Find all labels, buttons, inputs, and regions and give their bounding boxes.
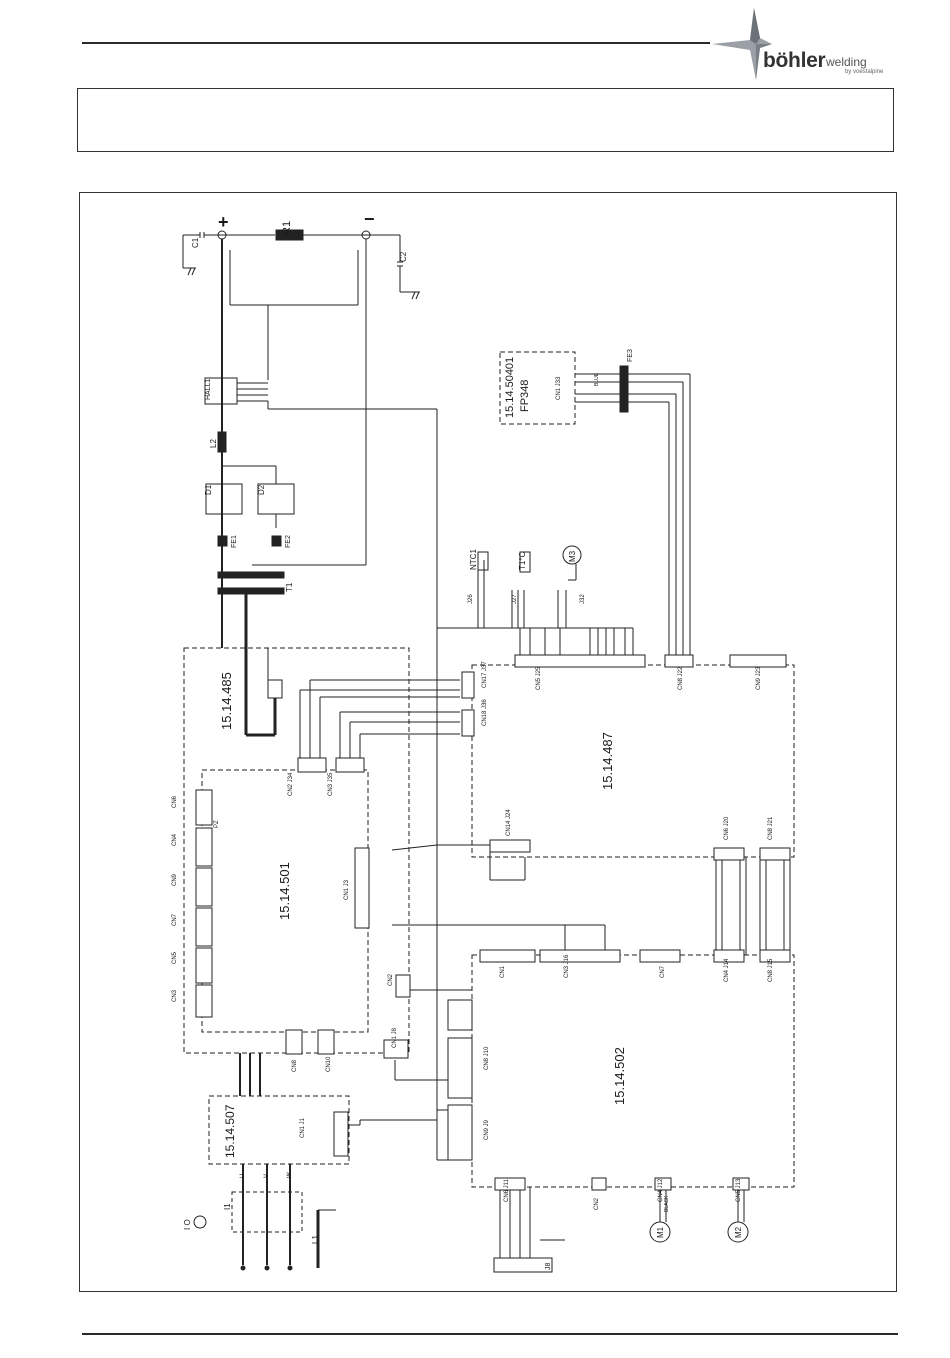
- diagram-labels: 15.14.485 15.14.501 15.14.487 15.14.502 …: [172, 209, 774, 1270]
- pz-label: PZ: [214, 820, 220, 828]
- l1-label: L1: [311, 1235, 320, 1244]
- phase-u-label: U: [240, 1174, 246, 1178]
- brand-name: böhler: [763, 49, 826, 72]
- c1-label: C1: [191, 237, 200, 248]
- cn1j33-label: CN1 J33: [556, 376, 562, 400]
- cn8j15-label: CN8 J15: [768, 958, 774, 982]
- cn3j35-label: CN3 J35: [328, 772, 334, 796]
- cn2-board502-label: CN2: [594, 1197, 600, 1210]
- j8-label: J8: [545, 1263, 552, 1271]
- wire-black-label: BLACK: [664, 1195, 670, 1212]
- cn6j11-label: CN6 J11: [504, 1178, 510, 1202]
- cn8j10-label: CN8 J10: [484, 1046, 490, 1070]
- cn1j8-label: CN1 J8: [392, 1027, 398, 1048]
- cn6j20-label: CN6 J20: [724, 816, 730, 840]
- board-label-487: 15.14.487: [600, 732, 615, 790]
- minus-terminal: −: [364, 209, 375, 229]
- fe3-label: FE3: [627, 349, 634, 362]
- cn9j23-label: CN9 J23: [756, 666, 762, 690]
- cn7-label: CN7: [172, 913, 178, 926]
- mains-input: [193, 1053, 336, 1271]
- cn9j9-label: CN9 J9: [484, 1119, 490, 1140]
- cn1j1-label: CN1 J1: [300, 1117, 306, 1138]
- switch-io-label: I O: [183, 1219, 192, 1230]
- brand-logo-mark: [712, 8, 772, 80]
- fe1-label: FE1: [231, 535, 238, 548]
- plus-terminal: +: [218, 212, 229, 232]
- c2-label: C2: [399, 251, 408, 262]
- j32-label: J32: [580, 594, 586, 604]
- cn8j22-label: CN8 J22: [678, 666, 684, 690]
- ntc1-label: NTC1: [469, 549, 478, 570]
- brand-tagline: by voestalpine: [845, 69, 884, 75]
- d2-label: D2: [257, 484, 266, 495]
- cn3j16-label: CN3 J16: [564, 954, 570, 978]
- cn17j37-label: CN17 J37: [482, 661, 488, 688]
- wire-blue-label: BLUE: [594, 372, 600, 386]
- r1-label: R1: [281, 221, 293, 235]
- cn1j3-label: CN1 J3: [344, 879, 350, 900]
- i1-label: I1: [223, 1203, 232, 1210]
- j27-label: J27: [512, 594, 518, 604]
- fp348-harness: [575, 365, 691, 655]
- cn3-label: CN3: [172, 989, 178, 1002]
- board-label-50401: 15.14.50401: [504, 357, 516, 418]
- m2-label: M2: [734, 1226, 743, 1238]
- thermostat-label: T1°C: [518, 551, 527, 570]
- cn5-label: CN5: [172, 951, 178, 964]
- cn7-board502-label: CN7: [660, 965, 666, 978]
- d1-label: D1: [204, 484, 213, 495]
- cn5j25-label: CN5 J25: [536, 666, 542, 690]
- power-circuit: [182, 229, 438, 1160]
- cn14j24-label: CN14 J24: [506, 809, 512, 836]
- cn6-label: CN6: [172, 795, 178, 808]
- cn10-label: CN10: [326, 1056, 332, 1072]
- diagram-frame: [79, 192, 897, 1292]
- board-label-fp348: FP348: [519, 380, 531, 412]
- cn4j14-label: CN4 J14: [724, 958, 730, 982]
- fe2-label: FE2: [285, 535, 292, 548]
- cn8-label: CN8: [292, 1059, 298, 1072]
- cn4-label: CN4: [172, 833, 178, 846]
- cn2-label: CN2: [388, 973, 394, 986]
- board-label-485: 15.14.485: [219, 672, 234, 730]
- cn9-label: CN9: [172, 873, 178, 886]
- cn8j21-label: CN8 J21: [768, 816, 774, 840]
- cn5j13-label: CN5 J13: [736, 1178, 742, 1202]
- phase-v-label: V: [264, 1174, 270, 1178]
- cn1-board502-label: CN1: [500, 965, 506, 978]
- cn18j36-label: CN18 J36: [482, 699, 488, 726]
- board-label-502: 15.14.502: [612, 1047, 627, 1105]
- t1-label: T1: [285, 582, 294, 592]
- board-label-507: 15.14.507: [223, 1104, 237, 1158]
- footer-rule: [82, 1333, 898, 1335]
- m1-label: M1: [656, 1226, 665, 1238]
- connector-blocks: [195, 654, 791, 1191]
- sensor-bus: [437, 545, 634, 665]
- j26-label: J26: [468, 594, 474, 604]
- m3-label: M3: [568, 550, 577, 562]
- brand-suffix: welding: [826, 55, 867, 69]
- board-label-501: 15.14.501: [277, 862, 292, 920]
- cn4j12-label: CN4 J12: [658, 1178, 664, 1202]
- cn2j34-label: CN2 J34: [288, 772, 294, 796]
- title-block: [77, 88, 894, 152]
- hall-label: HALL1: [205, 378, 212, 400]
- fan-motors: [493, 1187, 749, 1273]
- interboard-cables: [299, 679, 791, 1161]
- header-rule: [82, 42, 710, 44]
- l2-label: L2: [209, 439, 218, 448]
- phase-w-label: W: [287, 1172, 293, 1178]
